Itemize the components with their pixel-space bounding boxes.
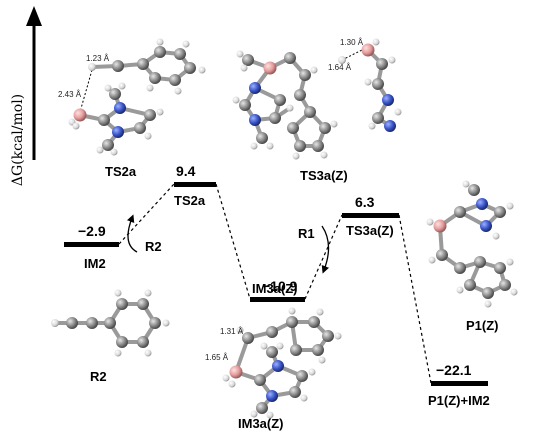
level-label-ts3a: TS3a(Z): [346, 223, 394, 238]
level-label-im3a: IM3a(Z): [252, 281, 298, 296]
molecule-p1: P1(Z): [426, 180, 518, 333]
level-labels: IM2 TS2a IM3a(Z) TS3a(Z) P1(Z)+IM2: [84, 193, 490, 408]
energy-value-im3a: −10.9: [262, 278, 298, 294]
level-label-p1: P1(Z)+IM2: [428, 393, 490, 408]
energy-value-im2: −2.9: [78, 223, 106, 239]
level-bar-ts3a: [342, 213, 399, 218]
energy-axis: ΔG(kcal/mol): [10, 6, 42, 186]
energy-value-ts2a: 9.4: [176, 163, 196, 179]
structure-label-ts3a: TS3a(Z): [300, 168, 348, 183]
arrow-label-r1: R1: [298, 226, 315, 241]
molecule-im3a: 1.31 Å 1.65 Å IM3a(Z): [205, 307, 342, 431]
level-label-ts2a: TS2a: [174, 193, 206, 208]
level-bar-im3a: [250, 297, 305, 302]
level-bar-im2: [64, 242, 119, 247]
level-bar-ts2a: [174, 182, 216, 187]
structure-label-ts2a: TS2a: [105, 164, 137, 179]
arrow-r1: [321, 225, 330, 274]
connector-ts3a-p1: [398, 214, 432, 384]
reaction-arrows: R2 R1: [126, 214, 330, 274]
molecule-ts3a: 1.30 Å 1.64 Å TS3a(Z): [232, 38, 402, 183]
arrow-r2: [126, 214, 138, 253]
level-label-im2: IM2: [84, 256, 106, 271]
molecule-r2: R2: [51, 289, 170, 384]
distance-label: 1.30 Å: [340, 38, 364, 47]
axis-label: ΔG(kcal/mol): [10, 94, 26, 186]
connector-im2-ts2a: [118, 183, 175, 245]
energy-value-p1: −22.1: [436, 362, 472, 378]
arrow-label-r2: R2: [145, 239, 162, 254]
distance-label: 1.23 Å: [86, 54, 110, 63]
structure-label-p1: P1(Z): [466, 318, 499, 333]
structure-label-r2: R2: [90, 369, 107, 384]
distance-label: 1.64 Å: [328, 63, 352, 72]
energy-bars: [64, 182, 488, 386]
structure-label-im3a: IM3a(Z): [238, 416, 284, 431]
energy-value-ts3a: 6.3: [355, 194, 375, 210]
distance-label: 1.31 Å: [220, 327, 244, 336]
connector-ts2a-im3a: [215, 183, 251, 300]
distance-label: 2.43 Å: [58, 90, 82, 99]
level-bar-p1: [431, 381, 488, 386]
molecule-ts2a: 1.23 Å 2.43 Å TS2a: [58, 38, 206, 179]
level-values: −2.9 9.4 −10.9 6.3 −22.1: [78, 163, 472, 378]
distance-label: 1.65 Å: [205, 353, 229, 362]
